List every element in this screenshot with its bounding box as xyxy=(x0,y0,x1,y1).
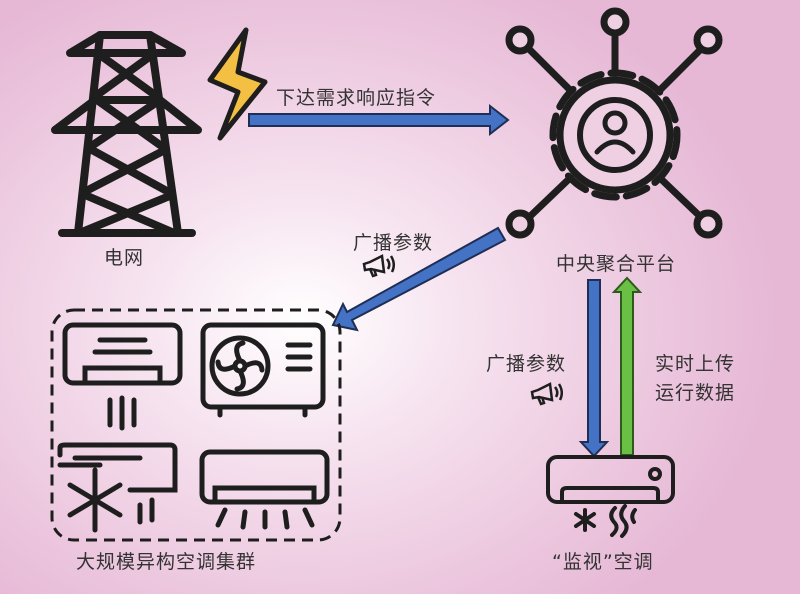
lightning-bolt-icon xyxy=(207,27,268,141)
upload-label-line2: 运行数据 xyxy=(655,382,736,404)
megaphone-icon xyxy=(530,382,563,406)
upload-arrow-up xyxy=(611,276,643,456)
megaphone-icon xyxy=(362,254,395,278)
wall-ac-icon xyxy=(62,322,183,431)
broadcast-arrow-down xyxy=(578,279,610,458)
cooling-ac-icon xyxy=(57,442,178,533)
monitor-ac-label: “监视”空调 xyxy=(552,551,654,573)
monitored-ac-icon xyxy=(546,455,675,538)
aggregator-hub-icon xyxy=(505,7,723,239)
command-label: 下达需求响应指令 xyxy=(276,87,437,109)
split-ac-icon xyxy=(199,449,330,530)
grid-label: 电网 xyxy=(104,247,145,269)
broadcast-label-left: 广播参数 xyxy=(353,232,434,254)
power-tower-icon xyxy=(51,31,202,237)
broadcast-arrow-cluster xyxy=(331,226,507,332)
outdoor-ac-unit-icon xyxy=(200,322,326,418)
broadcast-label-right: 广播参数 xyxy=(486,353,567,375)
upload-label-line1: 实时上传 xyxy=(655,353,736,375)
cluster-label: 大规模异构空调集群 xyxy=(76,551,257,573)
platform-label: 中央聚合平台 xyxy=(556,253,677,275)
ac-cluster-box xyxy=(50,308,342,542)
command-arrow xyxy=(248,103,510,137)
